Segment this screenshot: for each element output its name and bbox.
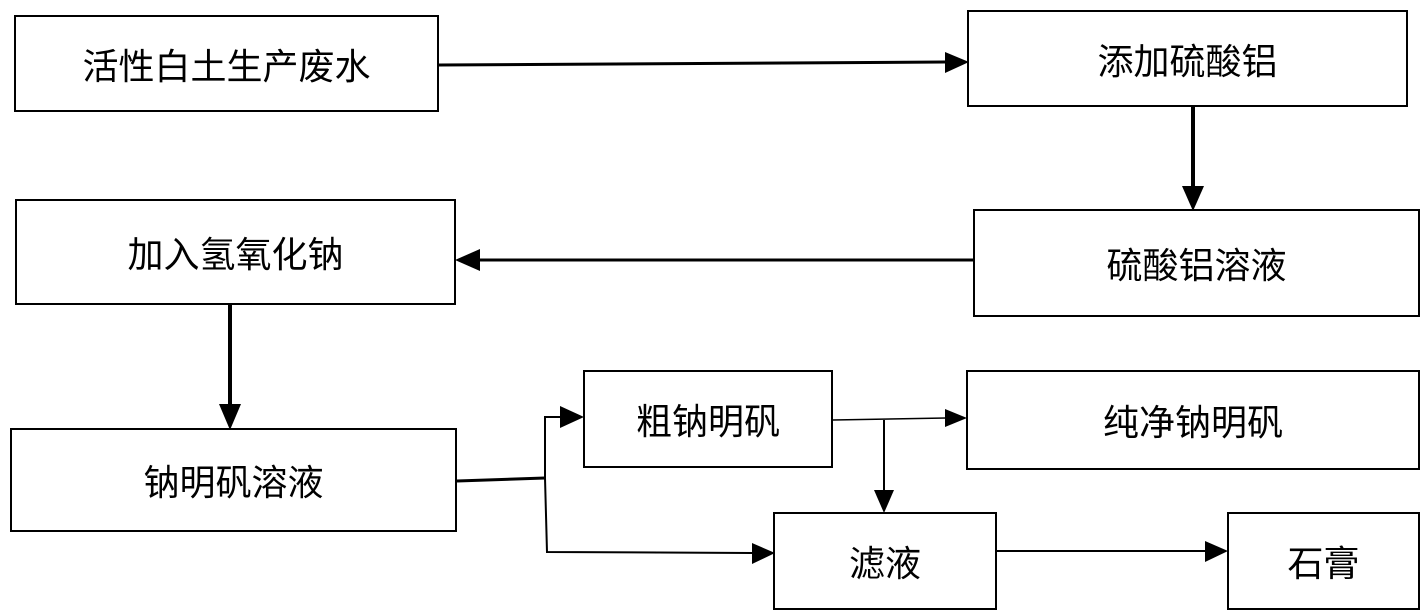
node-label: 石膏 bbox=[1287, 544, 1360, 585]
arrowhead-crude-to-filtrate bbox=[874, 490, 894, 513]
node-label: 粗钠明矾 bbox=[635, 402, 780, 443]
edge-split-to-crude bbox=[544, 416, 562, 478]
arrowhead-filtrate-to-gypsum bbox=[1205, 541, 1228, 562]
edge-wastewater-to-add-alum bbox=[438, 60, 946, 67]
edge-crude-to-pure bbox=[832, 417, 947, 421]
arrowhead-add-naoh-to-sodium-alum-solution bbox=[219, 404, 241, 430]
node-label: 滤液 bbox=[848, 544, 921, 585]
arrowhead-split-to-crude bbox=[560, 406, 584, 428]
node-label: 钠明矾溶液 bbox=[143, 463, 324, 504]
node-add-sodium-hydroxide: 加入氢氧化钠 bbox=[15, 199, 456, 305]
node-aluminum-sulfate-solution: 硫酸铝溶液 bbox=[973, 209, 1420, 317]
arrowhead-alum-solution-to-add-naoh bbox=[455, 249, 480, 271]
node-crude-sodium-alum: 粗钠明矾 bbox=[583, 370, 833, 468]
arrowhead-crude-to-pure bbox=[945, 409, 967, 427]
node-filtrate: 滤液 bbox=[773, 512, 997, 610]
edge-split-to-filtrate bbox=[544, 477, 753, 554]
edge-sodium-alum-solution-split bbox=[456, 476, 546, 483]
node-label: 活性白土生产废水 bbox=[82, 46, 371, 88]
arrowhead-add-alum-to-alum-solution bbox=[1182, 186, 1204, 211]
node-label: 硫酸铝溶液 bbox=[1106, 246, 1287, 287]
arrowhead-split-to-filtrate bbox=[752, 543, 775, 564]
node-label: 添加硫酸铝 bbox=[1097, 41, 1278, 83]
node-pure-sodium-alum: 纯净钠明矾 bbox=[966, 370, 1420, 470]
node-wastewater: 活性白土生产废水 bbox=[14, 15, 439, 112]
node-add-aluminum-sulfate: 添加硫酸铝 bbox=[967, 10, 1408, 107]
node-gypsum: 石膏 bbox=[1227, 512, 1420, 610]
node-label: 纯净钠明矾 bbox=[1102, 403, 1283, 444]
node-label: 加入氢氧化钠 bbox=[127, 235, 344, 276]
node-sodium-alum-solution: 钠明矾溶液 bbox=[10, 428, 457, 532]
arrowhead-wastewater-to-add-alum bbox=[945, 52, 969, 73]
